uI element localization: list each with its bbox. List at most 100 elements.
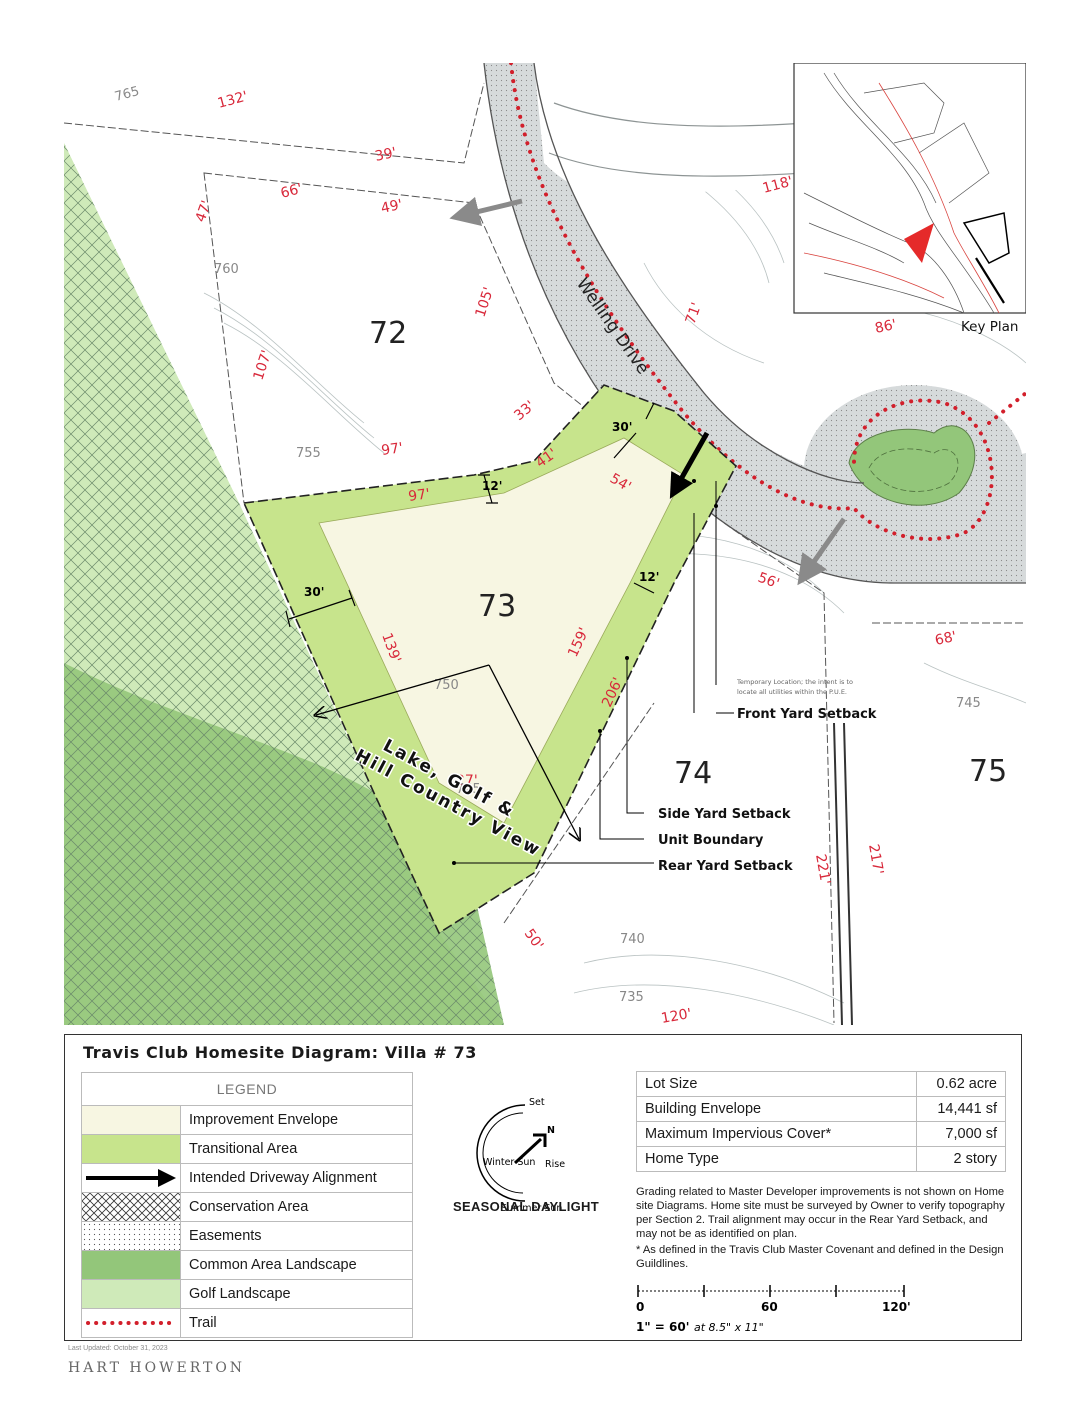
- scale-60: 60: [761, 1300, 778, 1314]
- dotted-swatch: [82, 1222, 181, 1250]
- brand-logo: HART HOWERTON: [68, 1360, 246, 1376]
- scale-paper: at 8.5" x 11": [694, 1321, 764, 1334]
- dim-221: 221': [812, 853, 833, 886]
- grey-arrow-east: [797, 517, 847, 586]
- stat-label: Building Envelope: [636, 1096, 917, 1122]
- lot-74-number: 74: [674, 756, 712, 791]
- dim-120: 120': [660, 1006, 693, 1025]
- dim-71: 71': [683, 301, 705, 327]
- lot-75-number: 75: [969, 754, 1007, 789]
- cul-de-sac-island: [848, 425, 976, 506]
- setback-side-north-label: 12': [482, 479, 502, 493]
- side-yard-setback-callout: Side Yard Setback: [658, 807, 791, 822]
- stat-label: Home Type: [636, 1146, 917, 1172]
- dim-132: 132': [216, 88, 250, 111]
- north-arrow-icon: [513, 1137, 543, 1165]
- dim-66: 66': [279, 181, 304, 202]
- key-plan: Key Plan: [793, 63, 1026, 335]
- legend-label: Trail: [189, 1315, 217, 1331]
- legend-item: Golf Landscape: [82, 1280, 412, 1309]
- lot-74-boundary: [723, 522, 835, 1024]
- legend-label: Conservation Area: [189, 1199, 309, 1215]
- golf-swatch: [82, 1280, 181, 1308]
- table-row: Building Envelope 14,441 sf: [636, 1096, 1006, 1122]
- legend-label: Common Area Landscape: [189, 1257, 357, 1273]
- legend-item: Conservation Area: [82, 1193, 412, 1222]
- stat-value: 14,441 sf: [916, 1096, 1006, 1122]
- dim-68: 68': [934, 629, 959, 649]
- contour-755: 755: [296, 446, 321, 461]
- view-arrow-right: [488, 664, 579, 839]
- table-row: Lot Size 0.62 acre: [636, 1071, 1006, 1097]
- seasonal-daylight-caption: SEASONAL DAYLIGHT: [453, 1199, 599, 1214]
- rear-yard-setback-callout: Rear Yard Setback: [658, 859, 793, 874]
- legend: LEGEND Improvement Envelope Transitional…: [81, 1072, 413, 1338]
- legend-label: Transitional Area: [189, 1141, 298, 1157]
- lot-72-number: 72: [369, 316, 407, 351]
- stat-value: 2 story: [916, 1146, 1006, 1172]
- scale-bar: 0 60 120' 1" = 60' at 8.5" x 11": [636, 1285, 911, 1334]
- scale-0: 0: [636, 1300, 644, 1314]
- transitional-swatch: [82, 1135, 181, 1163]
- contour-745a: 745: [456, 782, 481, 797]
- dim-47: 47': [193, 199, 215, 225]
- stat-value: 7,000 sf: [916, 1121, 1006, 1147]
- setback-rear-label: 30': [304, 585, 324, 599]
- contour-765: 765: [113, 84, 141, 105]
- key-plan-label: Key Plan: [961, 319, 1019, 335]
- legend-label: Intended Driveway Alignment: [189, 1170, 377, 1186]
- dim-56: 56': [756, 570, 782, 592]
- legend-item: Transitional Area: [82, 1135, 412, 1164]
- temp-location-note-line2: locate all utilities within the P.U.E.: [737, 688, 847, 696]
- contour-735: 735: [619, 990, 644, 1005]
- sun-rise-label: Rise: [545, 1159, 565, 1170]
- legend-item: Intended Driveway Alignment: [82, 1164, 412, 1193]
- table-row: Home Type 2 story: [636, 1146, 1006, 1172]
- dim-27: 27': [456, 773, 478, 789]
- front-yard-setback-callout: Front Yard Setback: [737, 707, 877, 722]
- stat-value: 0.62 acre: [916, 1071, 1006, 1097]
- legend-label: Improvement Envelope: [189, 1112, 339, 1128]
- improvement-envelope: [318, 437, 685, 824]
- stat-label: Maximum Impervious Cover*: [636, 1121, 917, 1147]
- winter-sun-label: Winter Sun: [483, 1157, 535, 1168]
- driveway-arrow-icon: [82, 1164, 181, 1192]
- seasonal-daylight-diagram: Set N Rise Winter Sun Summer Sun: [476, 1097, 565, 1214]
- contour-750: 750: [434, 678, 459, 693]
- temp-location-note-line1: Temporary Location; the intent is to: [736, 678, 853, 686]
- legend-item: Common Area Landscape: [82, 1251, 412, 1280]
- page-title: Travis Club Homesite Diagram: Villa # 73: [83, 1043, 477, 1062]
- dim-97b: 97': [407, 486, 431, 505]
- key-plan-lot-marker: [904, 223, 934, 263]
- trail-dots-icon: [82, 1309, 181, 1337]
- dim-97a: 97': [380, 440, 404, 459]
- driveway-arrow: [669, 431, 710, 499]
- dim-118: 118': [761, 173, 795, 196]
- last-updated: Last Updated: October 31, 2023: [68, 1345, 168, 1352]
- contour-760: 760: [214, 262, 239, 277]
- legend-item: Improvement Envelope: [82, 1106, 412, 1135]
- legend-item: Trail: [82, 1309, 412, 1337]
- stat-label: Lot Size: [636, 1071, 917, 1097]
- dim-39: 39': [374, 145, 399, 165]
- lot-stats-table: Lot Size 0.62 acre Building Envelope 14,…: [636, 1071, 1006, 1172]
- common-area-swatch: [82, 1251, 181, 1279]
- crosshatch-swatch: [82, 1193, 181, 1221]
- contour-745b: 745: [956, 696, 981, 711]
- scale-120: 120': [882, 1300, 911, 1314]
- contour-740: 740: [620, 932, 645, 947]
- sun-set-label: Set: [529, 1097, 545, 1108]
- dim-49: 49': [380, 197, 405, 217]
- scale-ratio: 1" = 60': [636, 1320, 689, 1334]
- setback-side-east-label: 12': [639, 570, 659, 584]
- summer-sun-label: Summer Sun: [501, 1203, 562, 1214]
- dim-86: 86': [874, 317, 899, 337]
- north-label: N: [547, 1125, 555, 1136]
- grading-note: Grading related to Master Developer impr…: [636, 1186, 1005, 1240]
- unit-boundary-callout: Unit Boundary: [658, 833, 764, 848]
- table-row: Maximum Impervious Cover* 7,000 sf: [636, 1121, 1006, 1147]
- info-box: Travis Club Homesite Diagram: Villa # 73…: [64, 1034, 1022, 1341]
- legend-item: Easements: [82, 1222, 412, 1251]
- site-map: 30' 12' 30' 12' 72 73 74 75 Welling Driv…: [64, 63, 1026, 1025]
- legend-label: Golf Landscape: [189, 1286, 291, 1302]
